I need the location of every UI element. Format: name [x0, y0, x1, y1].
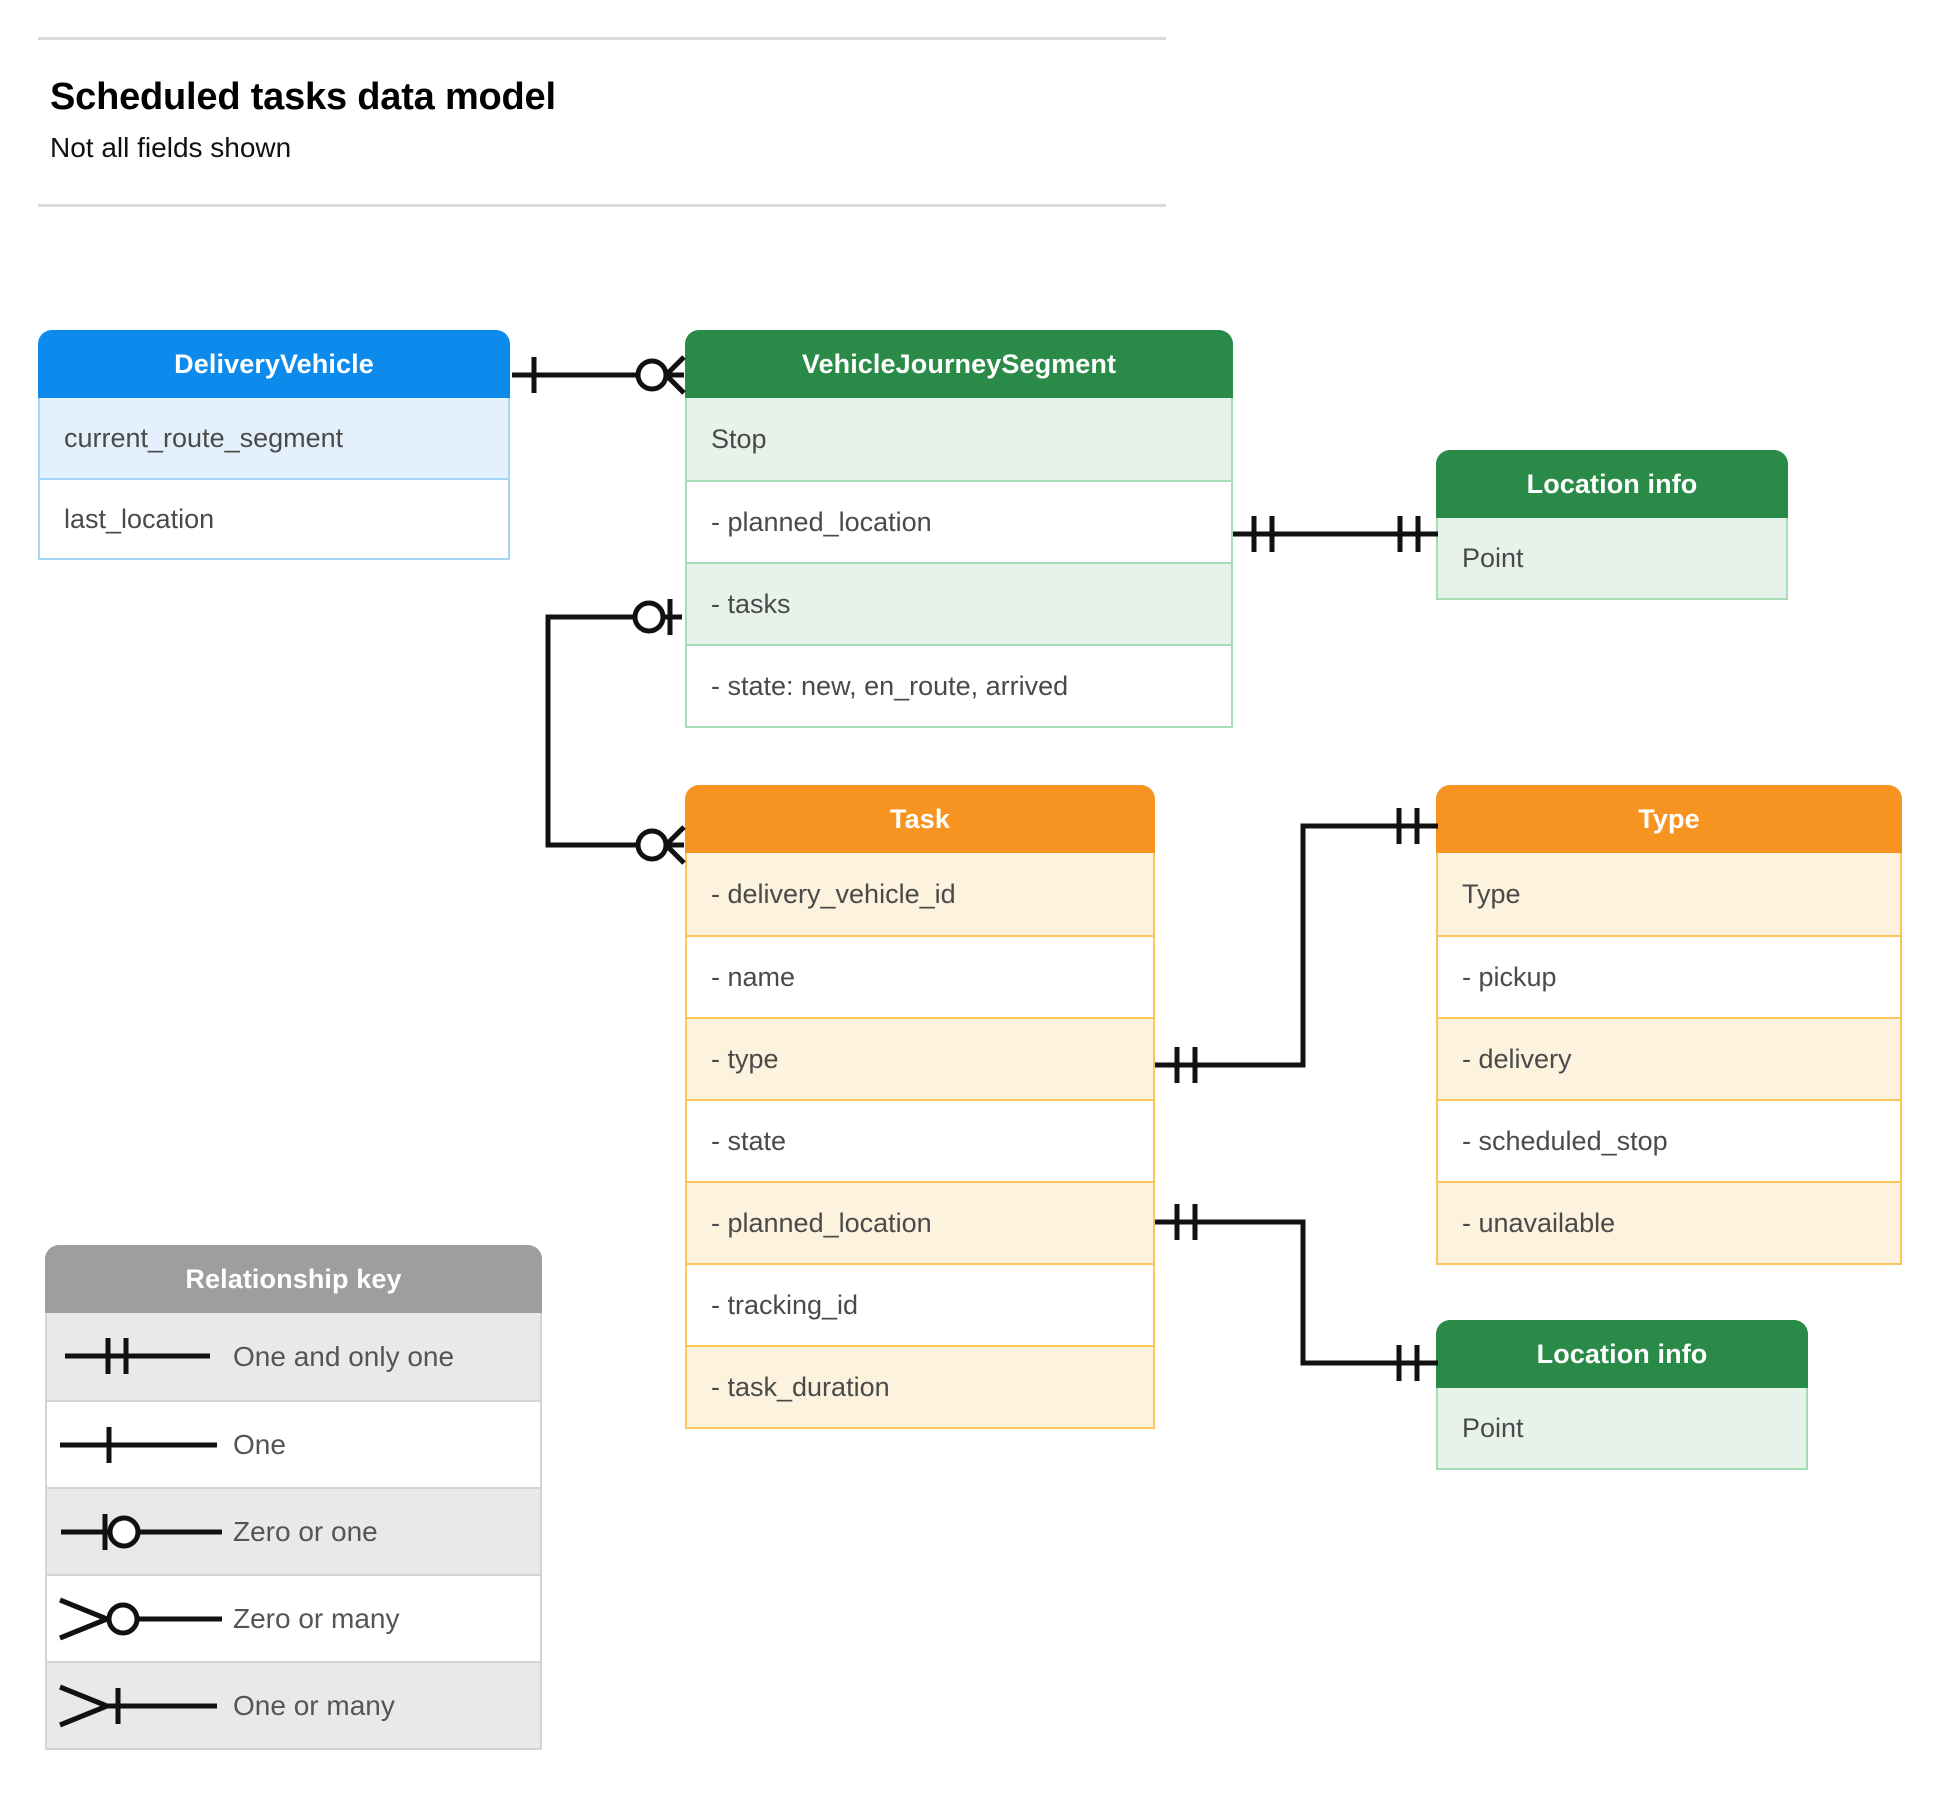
entity-location-info-bottom: Location info Point: [1436, 1320, 1808, 1470]
page-title: Scheduled tasks data model: [50, 76, 556, 118]
legend-row: Zero or many: [47, 1574, 540, 1661]
connector-task-plannedlocation-to-locationinfo: [1155, 1204, 1438, 1381]
field-row: - tasks: [687, 562, 1231, 644]
header-divider-bottom: [38, 204, 1166, 207]
entity-rows-vehicle-journey-segment: Stop - planned_location - tasks - state:…: [685, 398, 1233, 728]
entity-rows-location-info-bottom: Point: [1436, 1388, 1808, 1470]
one-and-only-one-icon: [47, 1313, 233, 1400]
entity-type: Type Type - pickup - delivery - schedule…: [1436, 785, 1902, 1265]
entity-vehicle-journey-segment: VehicleJourneySegment Stop - planned_loc…: [685, 330, 1233, 728]
field-row: Point: [1438, 518, 1786, 598]
legend-relationship-key: Relationship key One and only one One: [45, 1245, 542, 1750]
entity-rows-task: - delivery_vehicle_id - name - type - st…: [685, 853, 1155, 1429]
legend-label: One and only one: [233, 1340, 455, 1372]
zero-or-one-icon: [47, 1489, 233, 1574]
field-row: - planned_location: [687, 480, 1231, 562]
entity-title-vehicle-journey-segment: VehicleJourneySegment: [685, 330, 1233, 398]
legend-label: Zero or many: [233, 1602, 400, 1634]
entity-rows-location-info-top: Point: [1436, 518, 1788, 600]
field-row: last_location: [40, 478, 508, 558]
field-row: - tracking_id: [687, 1263, 1153, 1345]
field-row: - pickup: [1438, 935, 1900, 1017]
legend-label: Zero or one: [233, 1515, 378, 1547]
page-subtitle: Not all fields shown: [50, 132, 292, 163]
field-row: - state: [687, 1099, 1153, 1181]
entity-title-task: Task: [685, 785, 1155, 853]
field-row: - name: [687, 935, 1153, 1017]
entity-location-info-top: Location info Point: [1436, 450, 1788, 600]
legend-title: Relationship key: [45, 1245, 542, 1313]
field-row: - task_duration: [687, 1345, 1153, 1427]
entity-task: Task - delivery_vehicle_id - name - type…: [685, 785, 1155, 1429]
legend-row: One or many: [47, 1661, 540, 1748]
entity-title-location-info-top: Location info: [1436, 450, 1788, 518]
connector-vjs-plannedlocation-to-locationinfo: [1233, 516, 1438, 552]
legend-row: One and only one: [47, 1313, 540, 1400]
field-row: - state: new, en_route, arrived: [687, 644, 1231, 726]
entity-title-delivery-vehicle: DeliveryVehicle: [38, 330, 510, 398]
legend-label: One: [233, 1428, 286, 1460]
field-row: Point: [1438, 1388, 1806, 1468]
one-icon: [47, 1402, 233, 1487]
field-row: Stop: [687, 398, 1231, 480]
field-row: - delivery: [1438, 1017, 1900, 1099]
entity-delivery-vehicle: DeliveryVehicle current_route_segment la…: [38, 330, 510, 560]
header-divider-top: [38, 37, 1166, 40]
zero-or-many-icon: [47, 1576, 233, 1661]
entity-title-type: Type: [1436, 785, 1902, 853]
legend-row: Zero or one: [47, 1487, 540, 1574]
field-row: - unavailable: [1438, 1181, 1900, 1263]
entity-rows-type: Type - pickup - delivery - scheduled_sto…: [1436, 853, 1902, 1265]
legend-rows: One and only one One Zero or one: [45, 1313, 542, 1750]
field-row: current_route_segment: [40, 398, 508, 478]
one-or-many-icon: [47, 1663, 233, 1748]
field-row: - type: [687, 1017, 1153, 1099]
field-row: - scheduled_stop: [1438, 1099, 1900, 1181]
entity-rows-delivery-vehicle: current_route_segment last_location: [38, 398, 510, 560]
entity-title-location-info-bottom: Location info: [1436, 1320, 1808, 1388]
legend-row: One: [47, 1400, 540, 1487]
field-row: Type: [1438, 853, 1900, 935]
connector-task-type-to-type: [1155, 808, 1438, 1083]
connector-vjs-tasks-to-task: [545, 599, 686, 865]
connector-deliveryvehicle-to-vjs: [512, 355, 686, 395]
field-row: - planned_location: [687, 1181, 1153, 1263]
field-row: - delivery_vehicle_id: [687, 853, 1153, 935]
legend-label: One or many: [233, 1689, 395, 1721]
